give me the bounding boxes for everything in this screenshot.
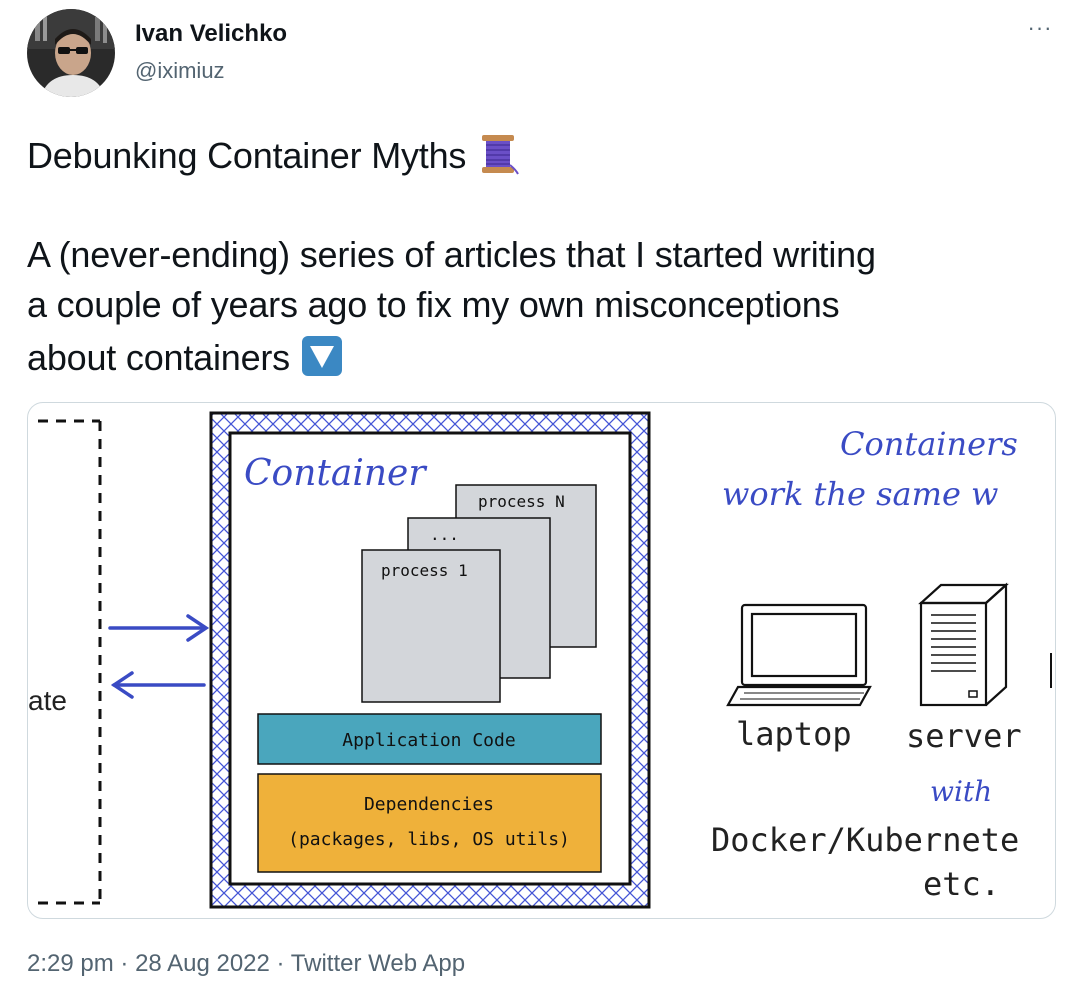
dependencies-label: Dependencies [364,794,494,815]
author-handle[interactable]: @iximiuz [135,58,225,83]
process-stack [361,484,597,703]
avatar[interactable] [27,9,115,97]
with-label: with [930,775,992,808]
media-image-card[interactable]: ate Container process N ... process 1 Ap… [27,402,1056,919]
tweet-metadata: 2:29 pm · 28 Aug 2022 · Twitter Web App [27,950,465,978]
headline-line-2: work the same w [722,475,998,513]
headline-line-1: Containers [840,425,1018,463]
container-diagram: ate Container process N ... process 1 Ap… [28,411,1052,909]
meta-separator: · [120,950,129,977]
dependencies-layer [257,773,602,873]
tweet-body-line-2: a couple of years ago to fix my own misc… [27,284,840,325]
laptop-label: laptop [736,715,852,753]
host-partial-label: ate [28,685,67,716]
server-icon [918,582,1009,707]
spool-of-thread-icon [476,132,520,185]
arrow-from-container [110,671,206,699]
tweet-text-line: Debunking Container Myths [27,132,520,185]
tweet-body-line-1: A (never-ending) series of articles that… [27,234,876,275]
runtime-label: Docker/Kubernete [711,821,1019,859]
tweet-body-line-3-text: about containers [27,337,290,379]
etc-label: etc. [923,865,1000,903]
dependencies-detail: (packages, libs, OS utils) [288,829,570,850]
down-arrow-button-icon [300,334,344,387]
arrow-to-container [108,614,210,642]
tweet-time-link[interactable]: 2:29 pm [27,950,114,977]
process-1-label: process 1 [381,561,468,580]
author-name[interactable]: Ivan Velichko [135,20,288,47]
more-options-button[interactable]: ··· [1027,15,1053,40]
tweet-date-link[interactable]: 28 Aug 2022 [135,950,270,977]
process-ellipsis-label: ... [430,525,459,544]
host-dashed-box [38,419,102,905]
server-label: server [906,717,1022,755]
laptop-icon [726,603,872,707]
tweet-source: Twitter Web App [290,950,466,977]
container-label: Container [244,453,427,494]
tweet-body-line-3: about containers [27,334,344,387]
tweet-title: Debunking Container Myths [27,135,467,177]
application-code-layer [257,713,602,765]
process-n-label: process N [478,492,565,511]
meta-separator: · [276,950,285,977]
application-code-label: Application Code [342,730,515,751]
